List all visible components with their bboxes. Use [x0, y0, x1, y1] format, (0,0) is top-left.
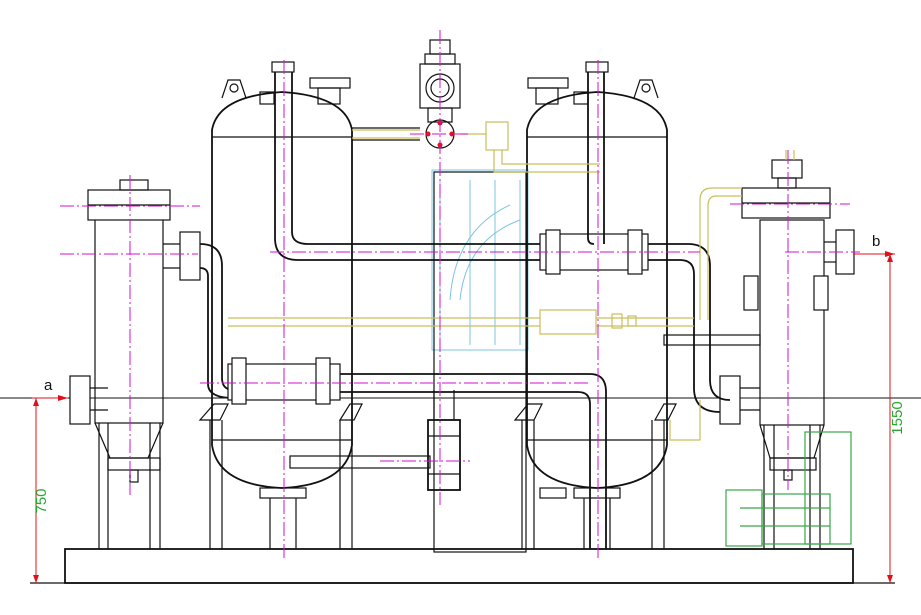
left-filter-column	[69, 179, 201, 549]
base-frame	[30, 548, 895, 584]
dimension-lines	[32, 251, 895, 583]
left-tank	[198, 77, 363, 549]
top-valve-assembly	[352, 39, 461, 149]
main-piping	[199, 61, 761, 549]
centerlines	[60, 30, 860, 560]
right-filter-column	[719, 159, 855, 549]
motor-unit	[725, 431, 852, 547]
port-label-inlet: a	[44, 377, 53, 394]
dimension-label-right: 1550	[889, 401, 906, 434]
port-label-outlet: b	[872, 233, 880, 250]
auxiliary-piping	[228, 121, 795, 441]
right-tank	[513, 77, 677, 549]
center-panel	[431, 169, 529, 553]
dimension-label-left: 750	[33, 488, 50, 513]
